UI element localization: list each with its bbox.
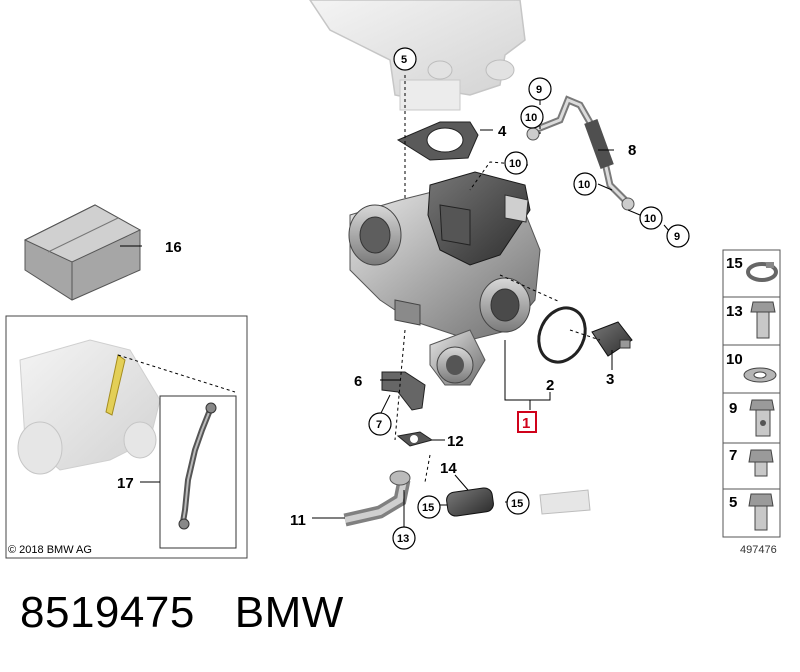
callout-17: 17 [117,475,134,492]
legend-label-7: 7 [729,447,737,464]
callout-1: 1 [522,415,530,432]
callout-14: 14 [440,460,457,477]
exhaust-gasket [396,121,479,161]
banjo-bolt-icon [749,399,775,437]
flange-bolt-icon [748,493,774,531]
callout-3: 3 [606,371,614,388]
callout-1-highlight[interactable]: 1 [517,411,537,433]
detail-inset [5,315,248,559]
oil-return-pipe [343,470,411,527]
callout-11: 11 [290,512,306,529]
callout-7: 7 [376,419,382,431]
part-number: 8519475 [20,588,195,637]
o-ring [537,306,587,364]
callout-12: 12 [447,433,464,450]
repair-kit-box [23,204,142,301]
callout-16: 16 [165,239,182,256]
part-caption: 8519475 BMW [20,588,384,638]
callout-6: 6 [354,373,362,390]
hose [446,487,494,517]
short-bolt-icon [748,449,774,477]
sensor [591,321,633,357]
bracket [381,371,426,411]
exhaust-manifold-ghost [309,0,526,111]
diagram-number: 497476 [740,544,777,556]
hose-fitting [539,489,591,515]
callout-15-right: 15 [511,498,523,510]
callout-9-top: 9 [536,84,542,96]
callout-8: 8 [628,142,636,159]
callout-10-top: 10 [525,112,537,124]
callout-10-right: 10 [578,179,590,191]
callout-5: 5 [401,54,407,66]
brand-name: BMW [234,588,344,637]
legend-label-13: 13 [726,303,743,320]
parts-diagram: 4 8 16 6 2 3 12 14 11 17 1 5 9 10 10 10 … [5,0,781,559]
callout-15-left: 15 [422,502,434,514]
legend-label-10: 10 [726,351,743,368]
legend-label-15: 15 [726,255,743,272]
circled-callouts: 5 9 10 10 10 10 9 7 15 15 13 [368,47,690,550]
hardware-legend: 15 13 10 9 7 5 [722,249,781,538]
callout-10-mid: 10 [509,158,521,170]
callout-2: 2 [546,377,554,394]
oil-feed-pipe [526,95,635,211]
washer-icon [743,367,777,383]
turbo-actuator [427,171,531,266]
bolt-icon [750,301,776,339]
callout-10-lower: 10 [644,213,656,225]
callout-4: 4 [498,123,507,140]
callout-9-lower: 9 [674,231,680,243]
legend-label-9: 9 [729,400,737,417]
legend-label-5: 5 [729,494,737,511]
hose-clamp-icon [746,262,778,282]
callout-13: 13 [397,533,409,545]
copyright: © 2018 BMW AG [8,544,92,556]
oil-gasket [396,431,434,447]
